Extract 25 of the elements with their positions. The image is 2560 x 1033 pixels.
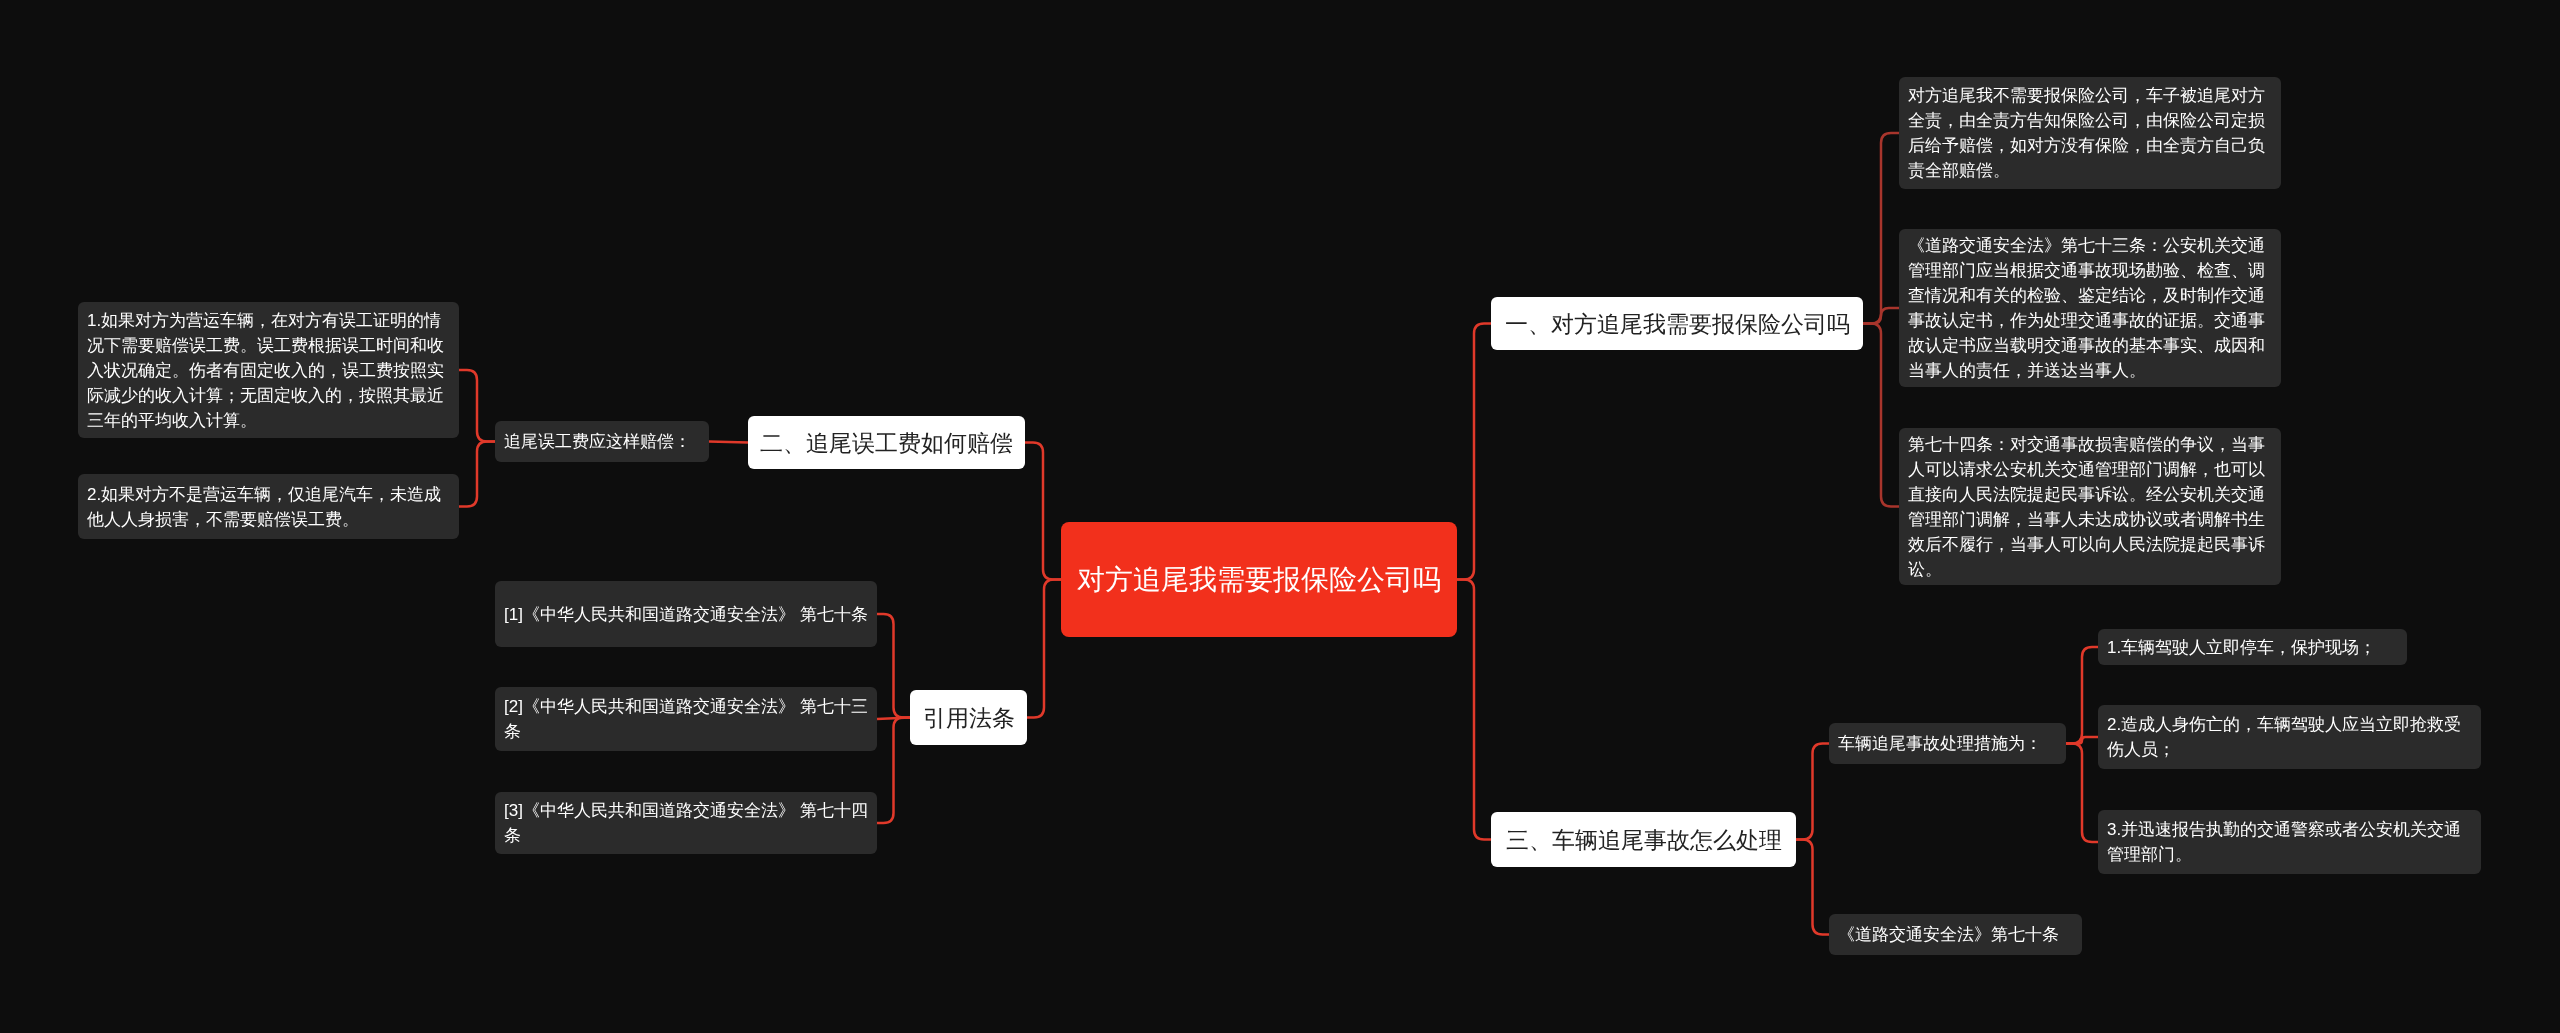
connector-line (877, 716, 910, 825)
connector-line (1796, 838, 1829, 936)
connector-line (2066, 742, 2098, 844)
subtopic-box: [1]《中华人民共和国道路交通安全法》 第七十条 (495, 581, 877, 647)
subtopic-box: 2.造成人身伤亡的，车辆驾驶人应当立即抢救受伤人员； (2098, 705, 2481, 769)
topic-box: 三、车辆追尾事故怎么处理 (1491, 812, 1796, 867)
subtopic-box: 追尾误工费应这样赔偿： (495, 421, 709, 462)
subtopic-box: 1.车辆驾驶人立即停车，保护现场； (2098, 629, 2407, 665)
subtopic-box: 《道路交通安全法》第七十条 (1829, 914, 2082, 955)
subtopic-box: 3.并迅速报告执勤的交通警察或者公安机关交通管理部门。 (2098, 810, 2481, 874)
subtopic-box: 第七十四条：对交通事故损害赔偿的争议，当事人可以请求公安机关交通管理部门调解，也可以直接向人民法院提起民事诉讼。经公安机关交通管理部门调解，当事人未达成协议或者调解书生效后不履行，当事人可以向人民法院提起民事诉讼。 (1899, 428, 2281, 585)
connector-line (459, 440, 495, 508)
connector-line (1863, 322, 1899, 508)
topic-box: 一、对方追尾我需要报保险公司吗 (1491, 297, 1863, 350)
subtopic-box: [3]《中华人民共和国道路交通安全法》 第七十四条 (495, 792, 877, 854)
subtopic-box: 对方追尾我不需要报保险公司，车子被追尾对方全责，由全责方告知保险公司，由保险公司定损后给予赔偿，如对方没有保险，由全责方自己负责全部赔偿。 (1899, 77, 2281, 189)
topic-box: 二、追尾误工费如何赔偿 (748, 416, 1025, 469)
subtopic-box: 《道路交通安全法》第七十三条：公安机关交通管理部门应当根据交通事故现场勘验、检查、调查情况和有关的检验、鉴定结论，及时制作交通事故认定书，作为处理交通事故的证据。交通事故认定书应当载明交通事故的基本事实、成因和当事人的责任，并送达当事人。 (1899, 229, 2281, 387)
central-topic-box: 对方追尾我需要报保险公司吗 (1061, 522, 1457, 637)
topic-box: 引用法条 (910, 690, 1027, 745)
subtopic-box: [2]《中华人民共和国道路交通安全法》 第七十三条 (495, 687, 877, 751)
subtopic-box: 2.如果对方不是营运车辆，仅追尾汽车，未造成他人人身损害，不需要赔偿误工费。 (78, 474, 459, 539)
subtopic-box: 1.如果对方为营运车辆，在对方有误工证明的情况下需要赔偿误工费。误工费根据误工时间和收入状况确定。伤者有固定收入的，误工费按照实际减少的收入计算；无固定收入的，按照其最近三年的平均收入计算。 (78, 302, 459, 438)
subtopic-box: 车辆追尾事故处理措施为： (1829, 723, 2066, 764)
connector-line (708, 440, 749, 444)
